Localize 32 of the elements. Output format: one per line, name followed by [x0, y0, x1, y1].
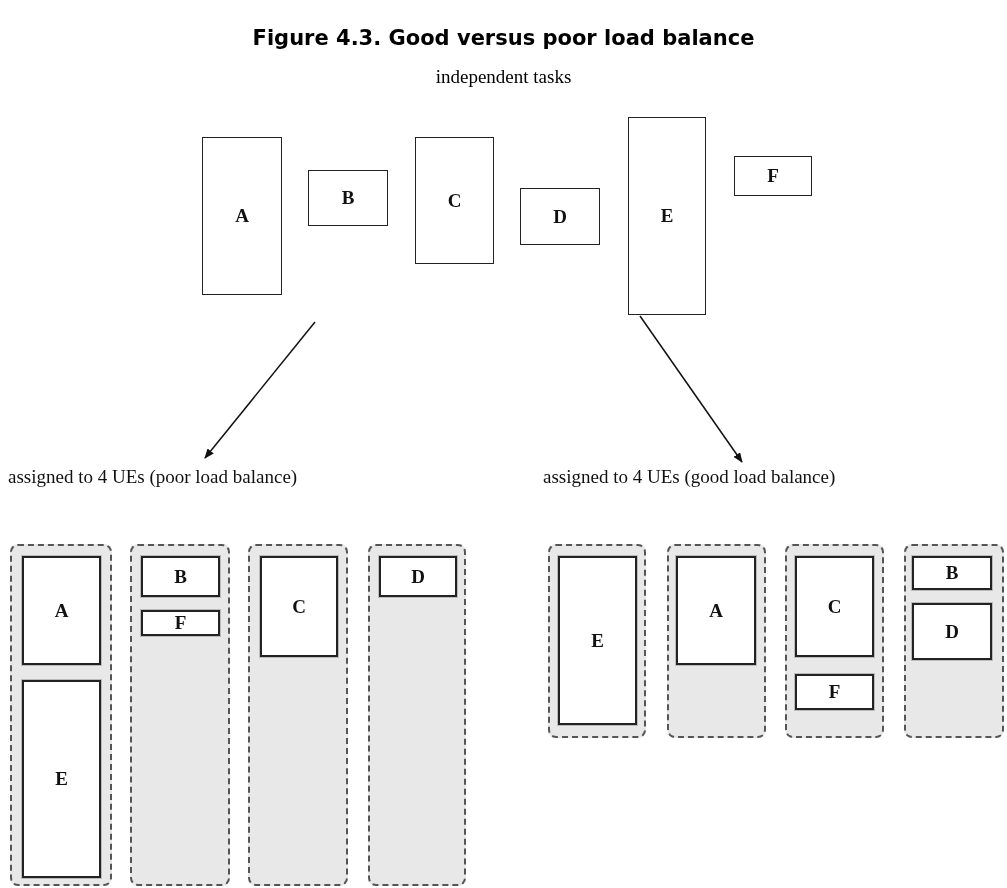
task-box: C	[260, 556, 338, 657]
caption-text: independent tasks	[434, 66, 573, 88]
figure-title: Figure 4.3. Good versus poor load balance	[251, 26, 756, 50]
processor-column	[904, 544, 1004, 738]
task-box: A	[676, 556, 756, 665]
processor-column	[548, 544, 646, 738]
arrow	[639, 315, 743, 463]
task-box: B	[308, 170, 388, 226]
processor-column	[667, 544, 766, 738]
task-box: F	[734, 156, 812, 196]
processor-column	[785, 544, 884, 738]
task-box: E	[22, 680, 101, 878]
task-box: B	[141, 556, 220, 597]
task-box: A	[202, 137, 282, 295]
arrow	[204, 321, 316, 459]
heading-text: assigned to 4 UEs (good load balance)	[543, 466, 1003, 494]
task-box: E	[558, 556, 637, 725]
task-box: D	[912, 603, 992, 660]
task-box: E	[628, 117, 706, 315]
processor-column	[130, 544, 230, 886]
task-box: F	[141, 610, 220, 636]
processor-column	[10, 544, 112, 886]
processor-column	[248, 544, 348, 886]
task-box: D	[379, 556, 457, 597]
processor-column	[368, 544, 466, 886]
task-box: A	[22, 556, 101, 665]
heading-text: assigned to 4 UEs (poor load balance)	[8, 466, 458, 494]
task-box: B	[912, 556, 992, 590]
task-box: D	[520, 188, 600, 245]
task-box: F	[795, 674, 874, 710]
task-box: C	[415, 137, 494, 264]
task-box: C	[795, 556, 874, 657]
